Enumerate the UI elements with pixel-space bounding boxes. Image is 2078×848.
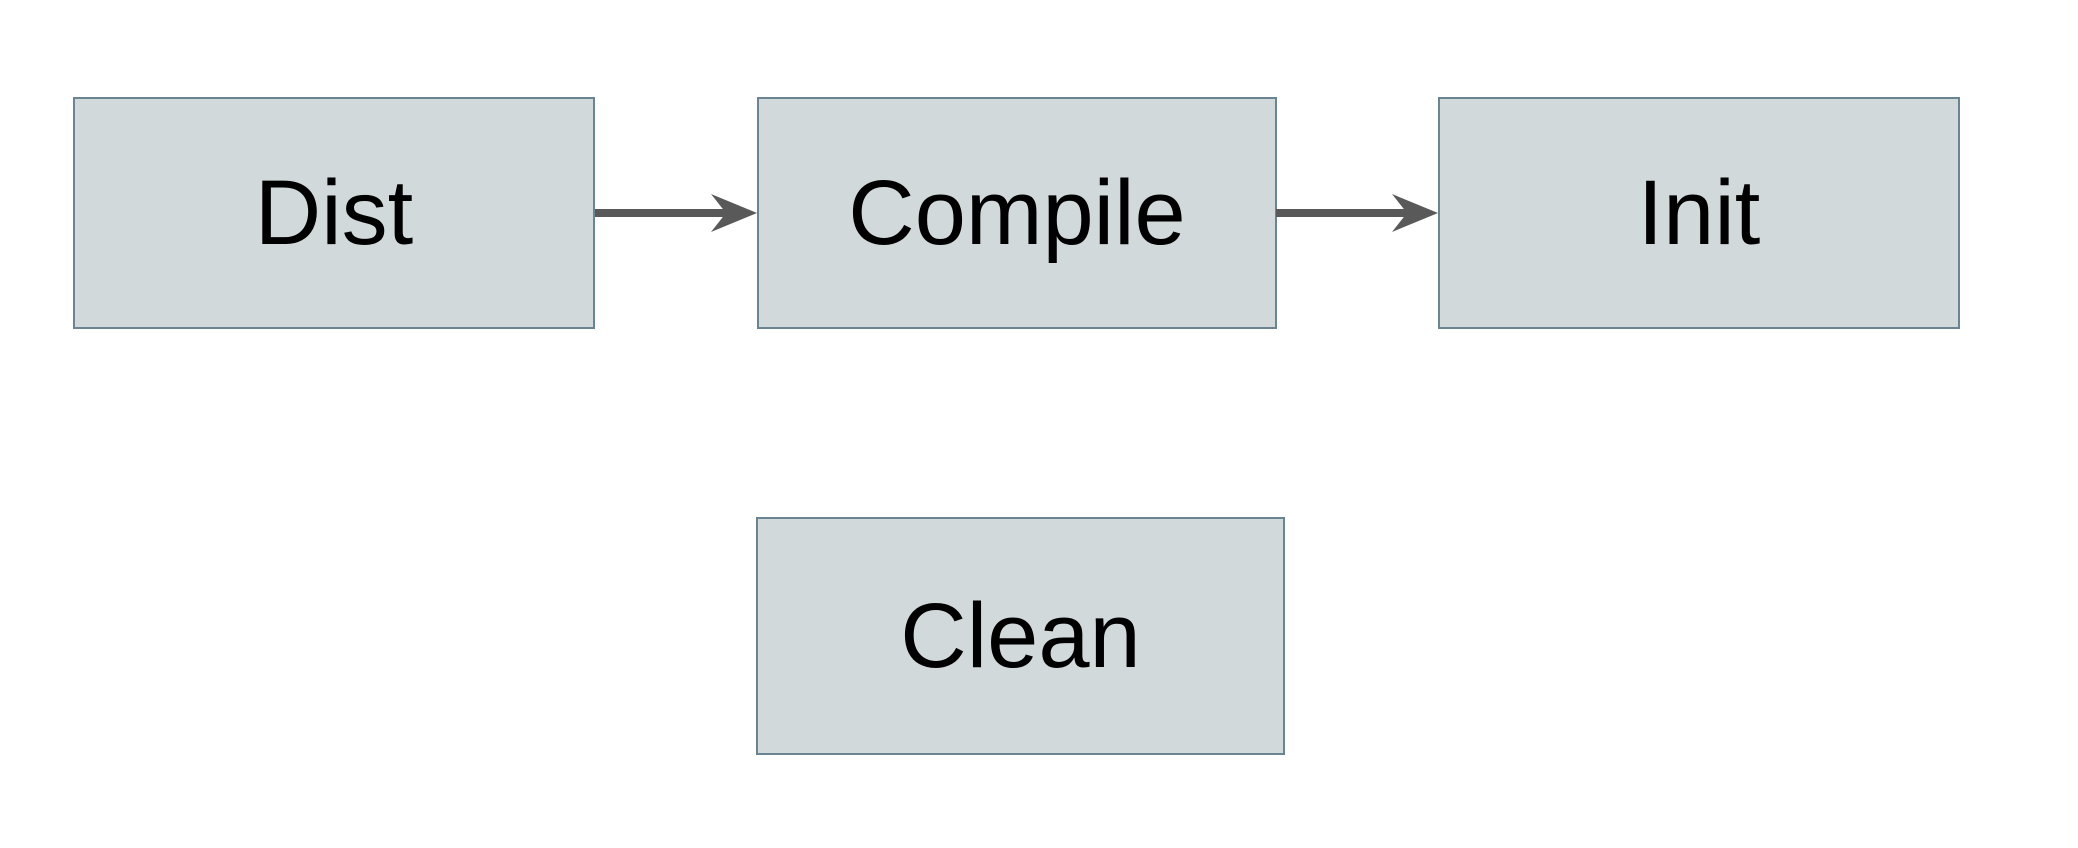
node-clean-label: Clean (900, 585, 1141, 687)
node-compile-label: Compile (848, 162, 1186, 264)
node-clean: Clean (756, 517, 1285, 755)
node-compile: Compile (757, 97, 1277, 329)
arrowhead-icon (1392, 194, 1438, 232)
node-dist: Dist (73, 97, 595, 329)
node-init-label: Init (1637, 162, 1761, 264)
connector-arrow-dist-to-compile (595, 194, 757, 232)
arrowhead-icon (711, 194, 757, 232)
node-init: Init (1438, 97, 1960, 329)
connector-arrow-compile-to-init (1276, 194, 1438, 232)
node-dist-label: Dist (254, 162, 414, 264)
